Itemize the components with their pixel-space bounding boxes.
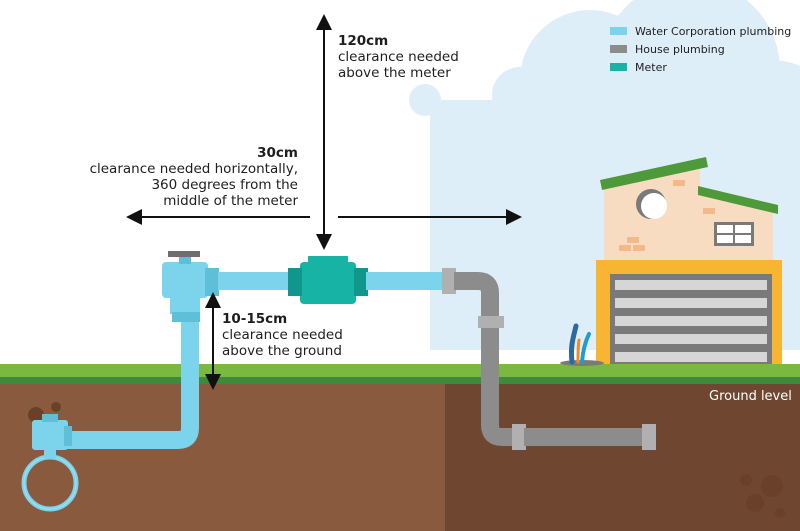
legend-swatch-house — [610, 45, 627, 53]
legend-label-house: House plumbing — [635, 42, 725, 56]
water-pipe-segment — [366, 272, 446, 290]
annotation-120cm-line1: clearance needed — [338, 49, 459, 65]
small-cloud-puff — [409, 84, 441, 116]
legend: Water Corporation plumbing House plumbin… — [610, 22, 791, 76]
annotation-30cm-value: 30cm — [257, 145, 298, 161]
legend-label-water: Water Corporation plumbing — [635, 24, 792, 38]
legend-label-meter: Meter — [635, 60, 667, 74]
ground-level-label: Ground level — [709, 389, 792, 404]
soil-right — [445, 383, 800, 531]
legend-item-house: House plumbing — [610, 40, 791, 58]
annotation-10-15cm-line2: above the ground — [222, 343, 342, 359]
annotation-120cm-line2: above the meter — [338, 65, 451, 81]
legend-item-meter: Meter — [610, 58, 791, 76]
legend-item-water: Water Corporation plumbing — [610, 22, 791, 40]
annotation-10-15cm: 10-15cm clearance needed above the groun… — [222, 311, 343, 359]
soil-stones — [28, 402, 785, 518]
house-pipe — [442, 268, 656, 450]
annotation-10-15cm-line1: clearance needed — [222, 327, 343, 343]
annotation-120cm: 120cm clearance needed above the meter — [338, 33, 459, 81]
legend-swatch-meter — [610, 63, 627, 71]
grass-strip — [0, 364, 800, 377]
clearance-arrows — [126, 14, 522, 390]
annotation-30cm: 30cm clearance needed horizontally, 360 … — [90, 145, 298, 209]
annotation-30cm-line1: clearance needed horizontally, — [89, 161, 298, 177]
legend-swatch-water — [610, 27, 627, 35]
annotation-120cm-value: 120cm — [338, 33, 389, 49]
annotation-10-15cm-value: 10-15cm — [222, 311, 288, 327]
annotation-30cm-line3: middle of the meter — [163, 193, 298, 209]
water-corporation-pipe — [21, 251, 300, 512]
water-meter — [288, 256, 368, 304]
house — [596, 157, 782, 364]
grass-edge — [0, 377, 800, 384]
soil-left — [0, 383, 445, 531]
garden-plant — [560, 323, 604, 366]
annotation-30cm-line2: 360 degrees from the — [151, 177, 298, 193]
